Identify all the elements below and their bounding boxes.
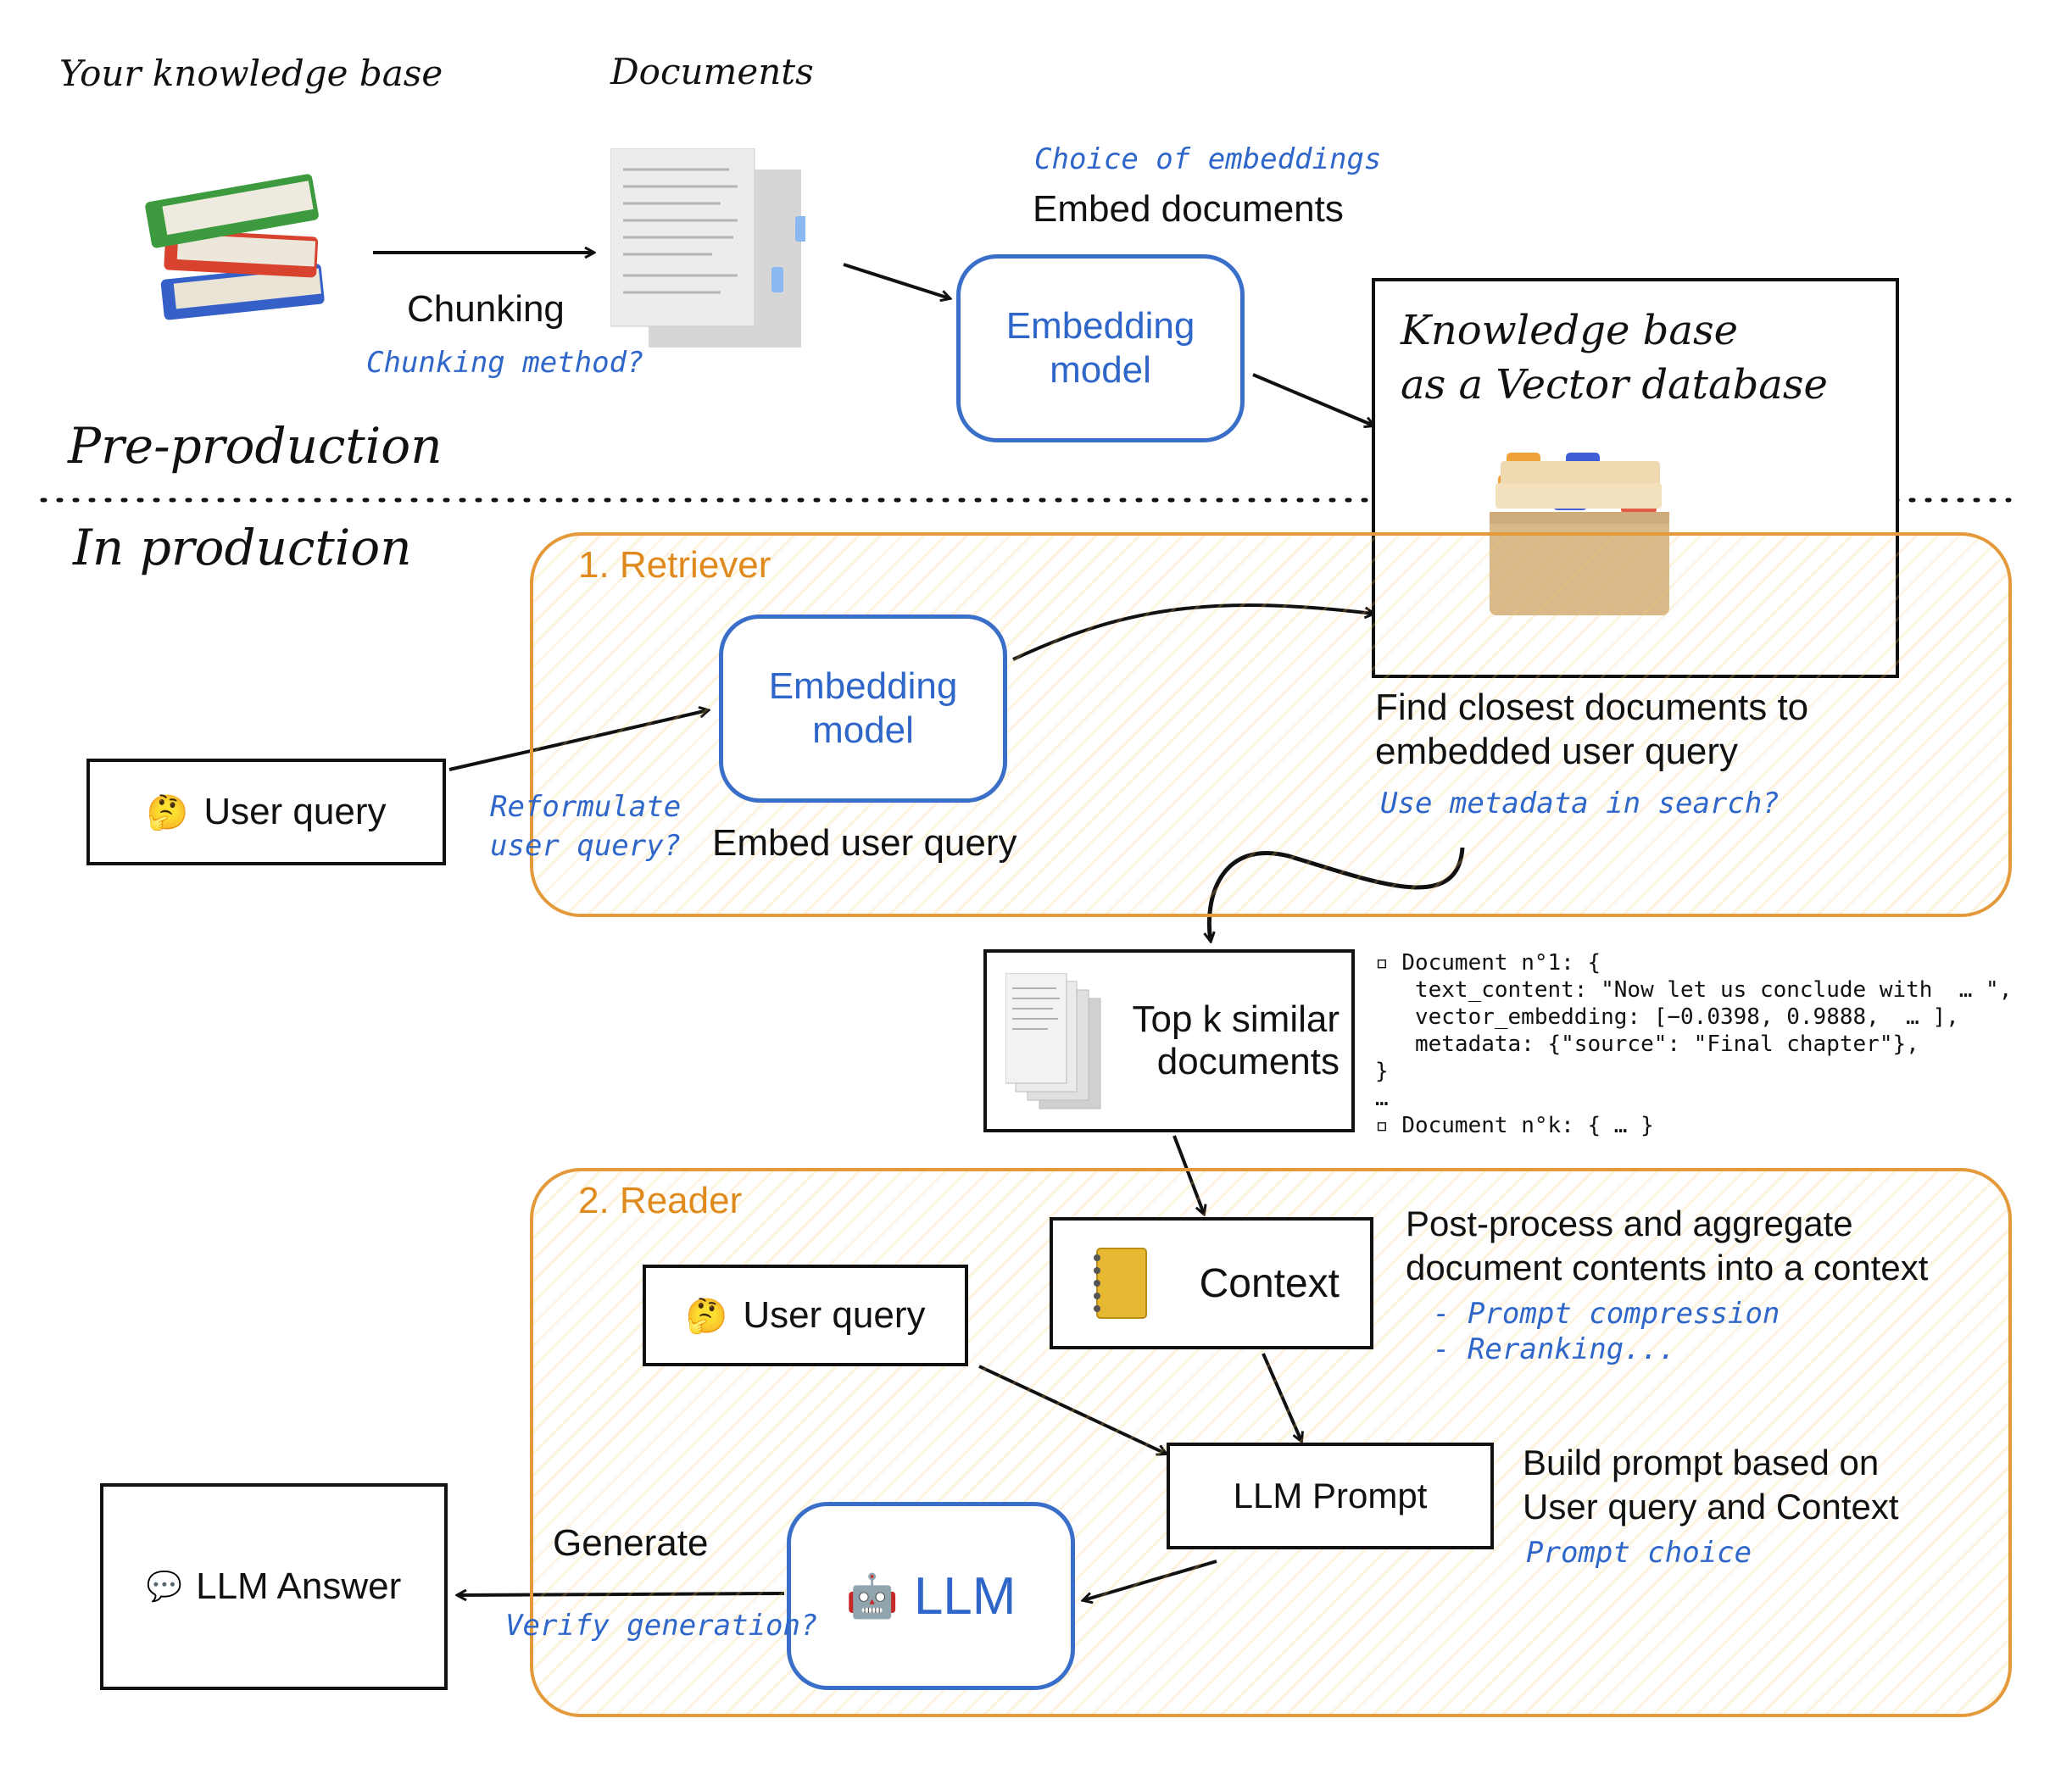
postprocess-line2: document contents into a context [1406, 1248, 1929, 1287]
embedding-model-box-top[interactable]: Embedding model [956, 254, 1245, 442]
vector-db-title-line2: as a Vector database [1401, 361, 1828, 409]
arrow-llm-to-answer [458, 1593, 785, 1595]
chunking-method-note: Chunking method? [366, 346, 644, 380]
doc-icon: ▫ [1375, 950, 1402, 976]
arrow-topk-to-context [1172, 1135, 1204, 1214]
vector-db-title-line1: Knowledge base [1401, 307, 1739, 354]
code-line-3: vector_embedding: [−0.0398, 0.9888, … ], [1375, 1004, 1959, 1030]
reader-title: 2. Reader [578, 1180, 743, 1221]
speech-bubble-icon: 💬 [146, 1571, 183, 1603]
llm-prompt-label: LLM Prompt [1233, 1476, 1428, 1515]
retrieved-documents-json: ▫ Document n°1: { text_content: "Now let… [1375, 949, 2012, 1139]
vector-database-box[interactable]: Knowledge base as a Vector database [1372, 278, 1899, 678]
verify-generation-note: Verify generation? [505, 1609, 818, 1643]
user-query-label-reader: User query [743, 1294, 926, 1336]
pre-production-heading: Pre-production [68, 417, 443, 475]
notebook-icon [1090, 1245, 1150, 1321]
chunking-label: Chunking [407, 288, 565, 330]
doc-icon: ▫ [1375, 1113, 1402, 1138]
embedding-model-box-retriever[interactable]: Embedding model [719, 614, 1007, 803]
top-k-documents-box[interactable]: Top k similar documents [983, 949, 1355, 1132]
llm-answer-label: LLM Answer [196, 1565, 402, 1607]
llm-label: LLM [913, 1566, 1017, 1626]
reranking-note: - Reranking... [1433, 1332, 1676, 1366]
documents-icon [610, 147, 807, 352]
code-line-1: ▫ Document n°1: { [1375, 950, 1601, 976]
embedding-model-label: Embedding model [1005, 305, 1195, 391]
arrow-query-to-prompt [978, 1365, 1166, 1454]
find-closest-line1: Find closest documents to [1375, 687, 1809, 728]
embeddings-choice-note: Choice of embeddings [1034, 142, 1382, 176]
reformulate-note-line2: user query? [490, 829, 682, 863]
thinking-face-icon: 🤔 [146, 793, 189, 831]
top-k-label-line2: documents [1156, 1041, 1340, 1082]
build-prompt-line2: User query and Context [1523, 1487, 1899, 1526]
prompt-choice-note: Prompt choice [1526, 1536, 1752, 1570]
embed-documents-label: Embed documents [1033, 188, 1344, 230]
robot-icon: 🤖 [845, 1571, 899, 1620]
thinking-face-icon: 🤔 [685, 1297, 728, 1335]
prompt-compression-note: - Prompt compression [1433, 1297, 1780, 1331]
embed-user-query-label: Embed user query [712, 822, 1017, 864]
user-query-box-reader[interactable]: 🤔 User query [643, 1265, 968, 1366]
llm-box[interactable]: 🤖 LLM [787, 1502, 1075, 1690]
books-icon [144, 144, 339, 339]
postprocess-line1: Post-process and aggregate [1406, 1204, 1853, 1243]
arrow-embedding-to-db-query [1012, 603, 1373, 661]
generate-label: Generate [553, 1522, 709, 1564]
llm-answer-box[interactable]: 💬 LLM Answer [100, 1483, 448, 1690]
code-line-2: text_content: "Now let us conclude with … [1375, 977, 2013, 1003]
arrow-query-to-embedding [448, 710, 708, 771]
user-query-box-retriever[interactable]: 🤔 User query [86, 759, 446, 865]
find-closest-line2: embedded user query [1375, 731, 1739, 772]
arrow-docs-to-embedding [843, 263, 950, 298]
code-line-6: … [1375, 1086, 1389, 1111]
top-k-label-line1: Top k similar [1132, 998, 1340, 1040]
reformulate-note-line1: Reformulate [490, 790, 682, 824]
user-query-label: User query [203, 791, 387, 832]
context-box[interactable]: Context [1050, 1217, 1373, 1349]
arrow-prompt-to-llm [1083, 1560, 1217, 1600]
retriever-title: 1. Retriever [578, 544, 771, 586]
build-prompt-line1: Build prompt based on [1523, 1443, 1880, 1482]
knowledge-base-heading: Your knowledge base [59, 53, 443, 94]
stacked-documents-icon [1005, 972, 1107, 1117]
in-production-heading: In production [73, 519, 412, 576]
code-line-7: ▫ Document n°k: { … } [1375, 1113, 1654, 1138]
embedding-model-label-retriever: Embedding model [768, 665, 958, 751]
metadata-search-note: Use metadata in search? [1380, 787, 1780, 820]
code-line-5: } [1375, 1059, 1389, 1084]
arrow-embedding-to-db [1252, 373, 1373, 425]
arrow-db-to-topk [1209, 847, 1465, 941]
arrow-context-to-prompt [1262, 1353, 1301, 1441]
llm-prompt-box[interactable]: LLM Prompt [1167, 1443, 1494, 1549]
file-cabinet-icon [1485, 442, 1674, 620]
context-label: Context [1199, 1260, 1340, 1306]
code-line-4: metadata: {"source": "Final chapter"}, [1375, 1032, 1919, 1057]
documents-heading: Documents [610, 51, 814, 92]
